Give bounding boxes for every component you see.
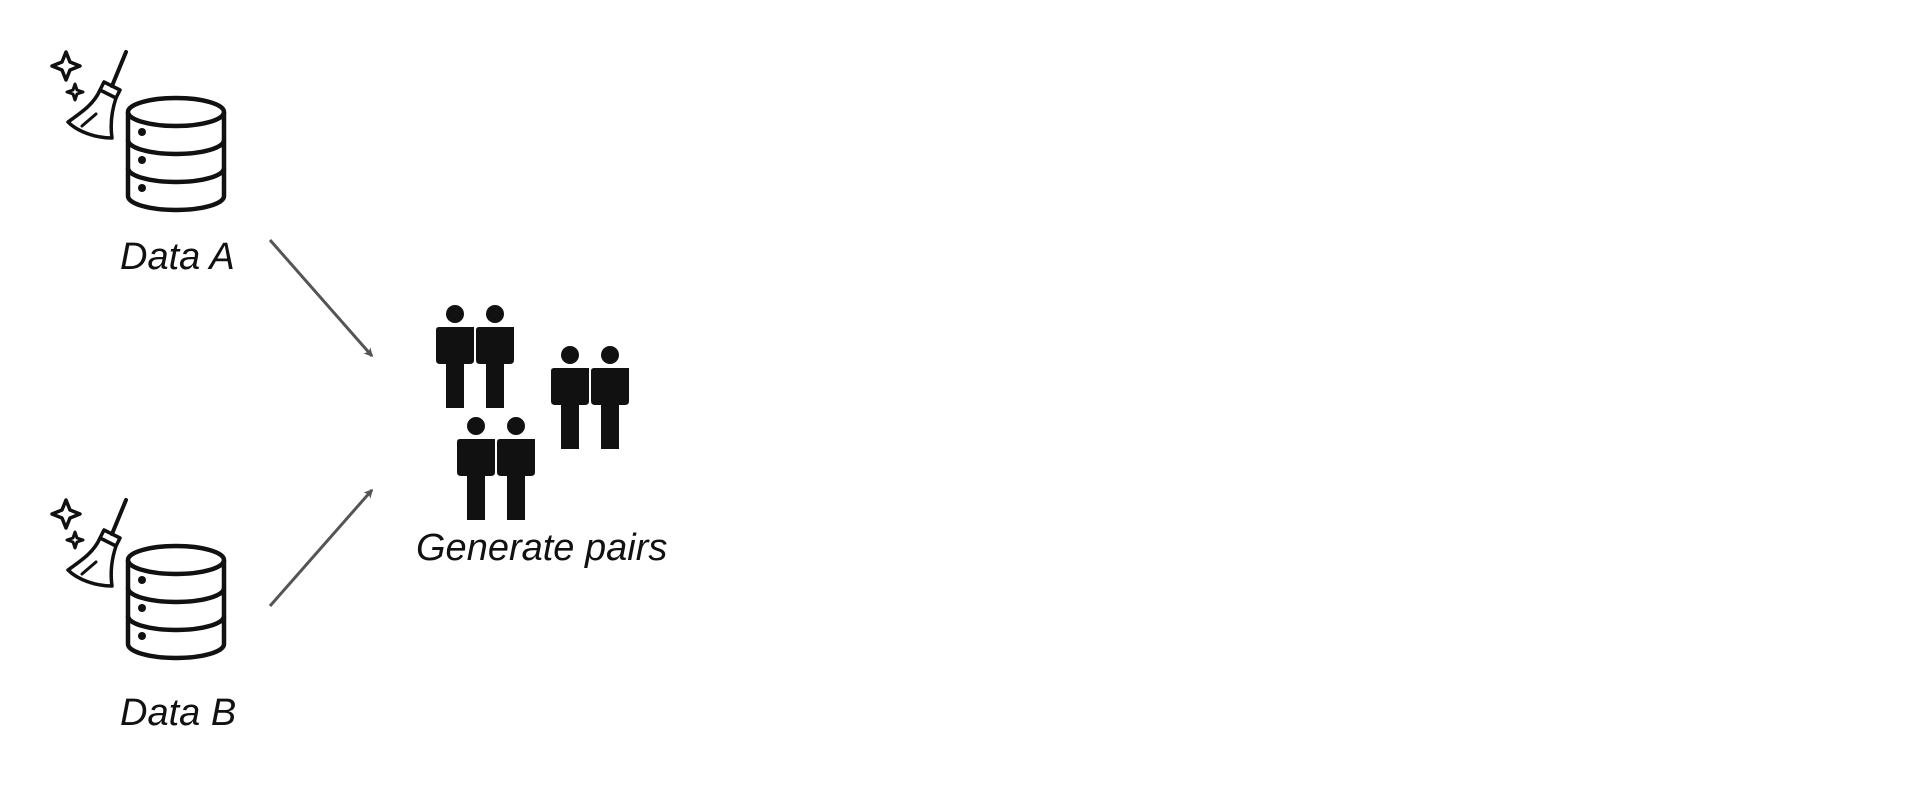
people-pairs-icon	[436, 305, 629, 520]
data-a-label: Data A	[120, 236, 235, 278]
person-pair-2	[551, 346, 629, 449]
arrow-data-b-to-pairs	[268, 488, 374, 607]
person-pair-3	[457, 417, 535, 520]
data-b-label: Data B	[120, 692, 237, 734]
generate-pairs-label: Generate pairs	[416, 527, 668, 569]
arrow-data-a-to-pairs	[268, 239, 374, 358]
data-b-database-icon	[52, 500, 224, 658]
data-a-database-icon	[52, 52, 224, 210]
person-pair-1	[436, 305, 514, 408]
